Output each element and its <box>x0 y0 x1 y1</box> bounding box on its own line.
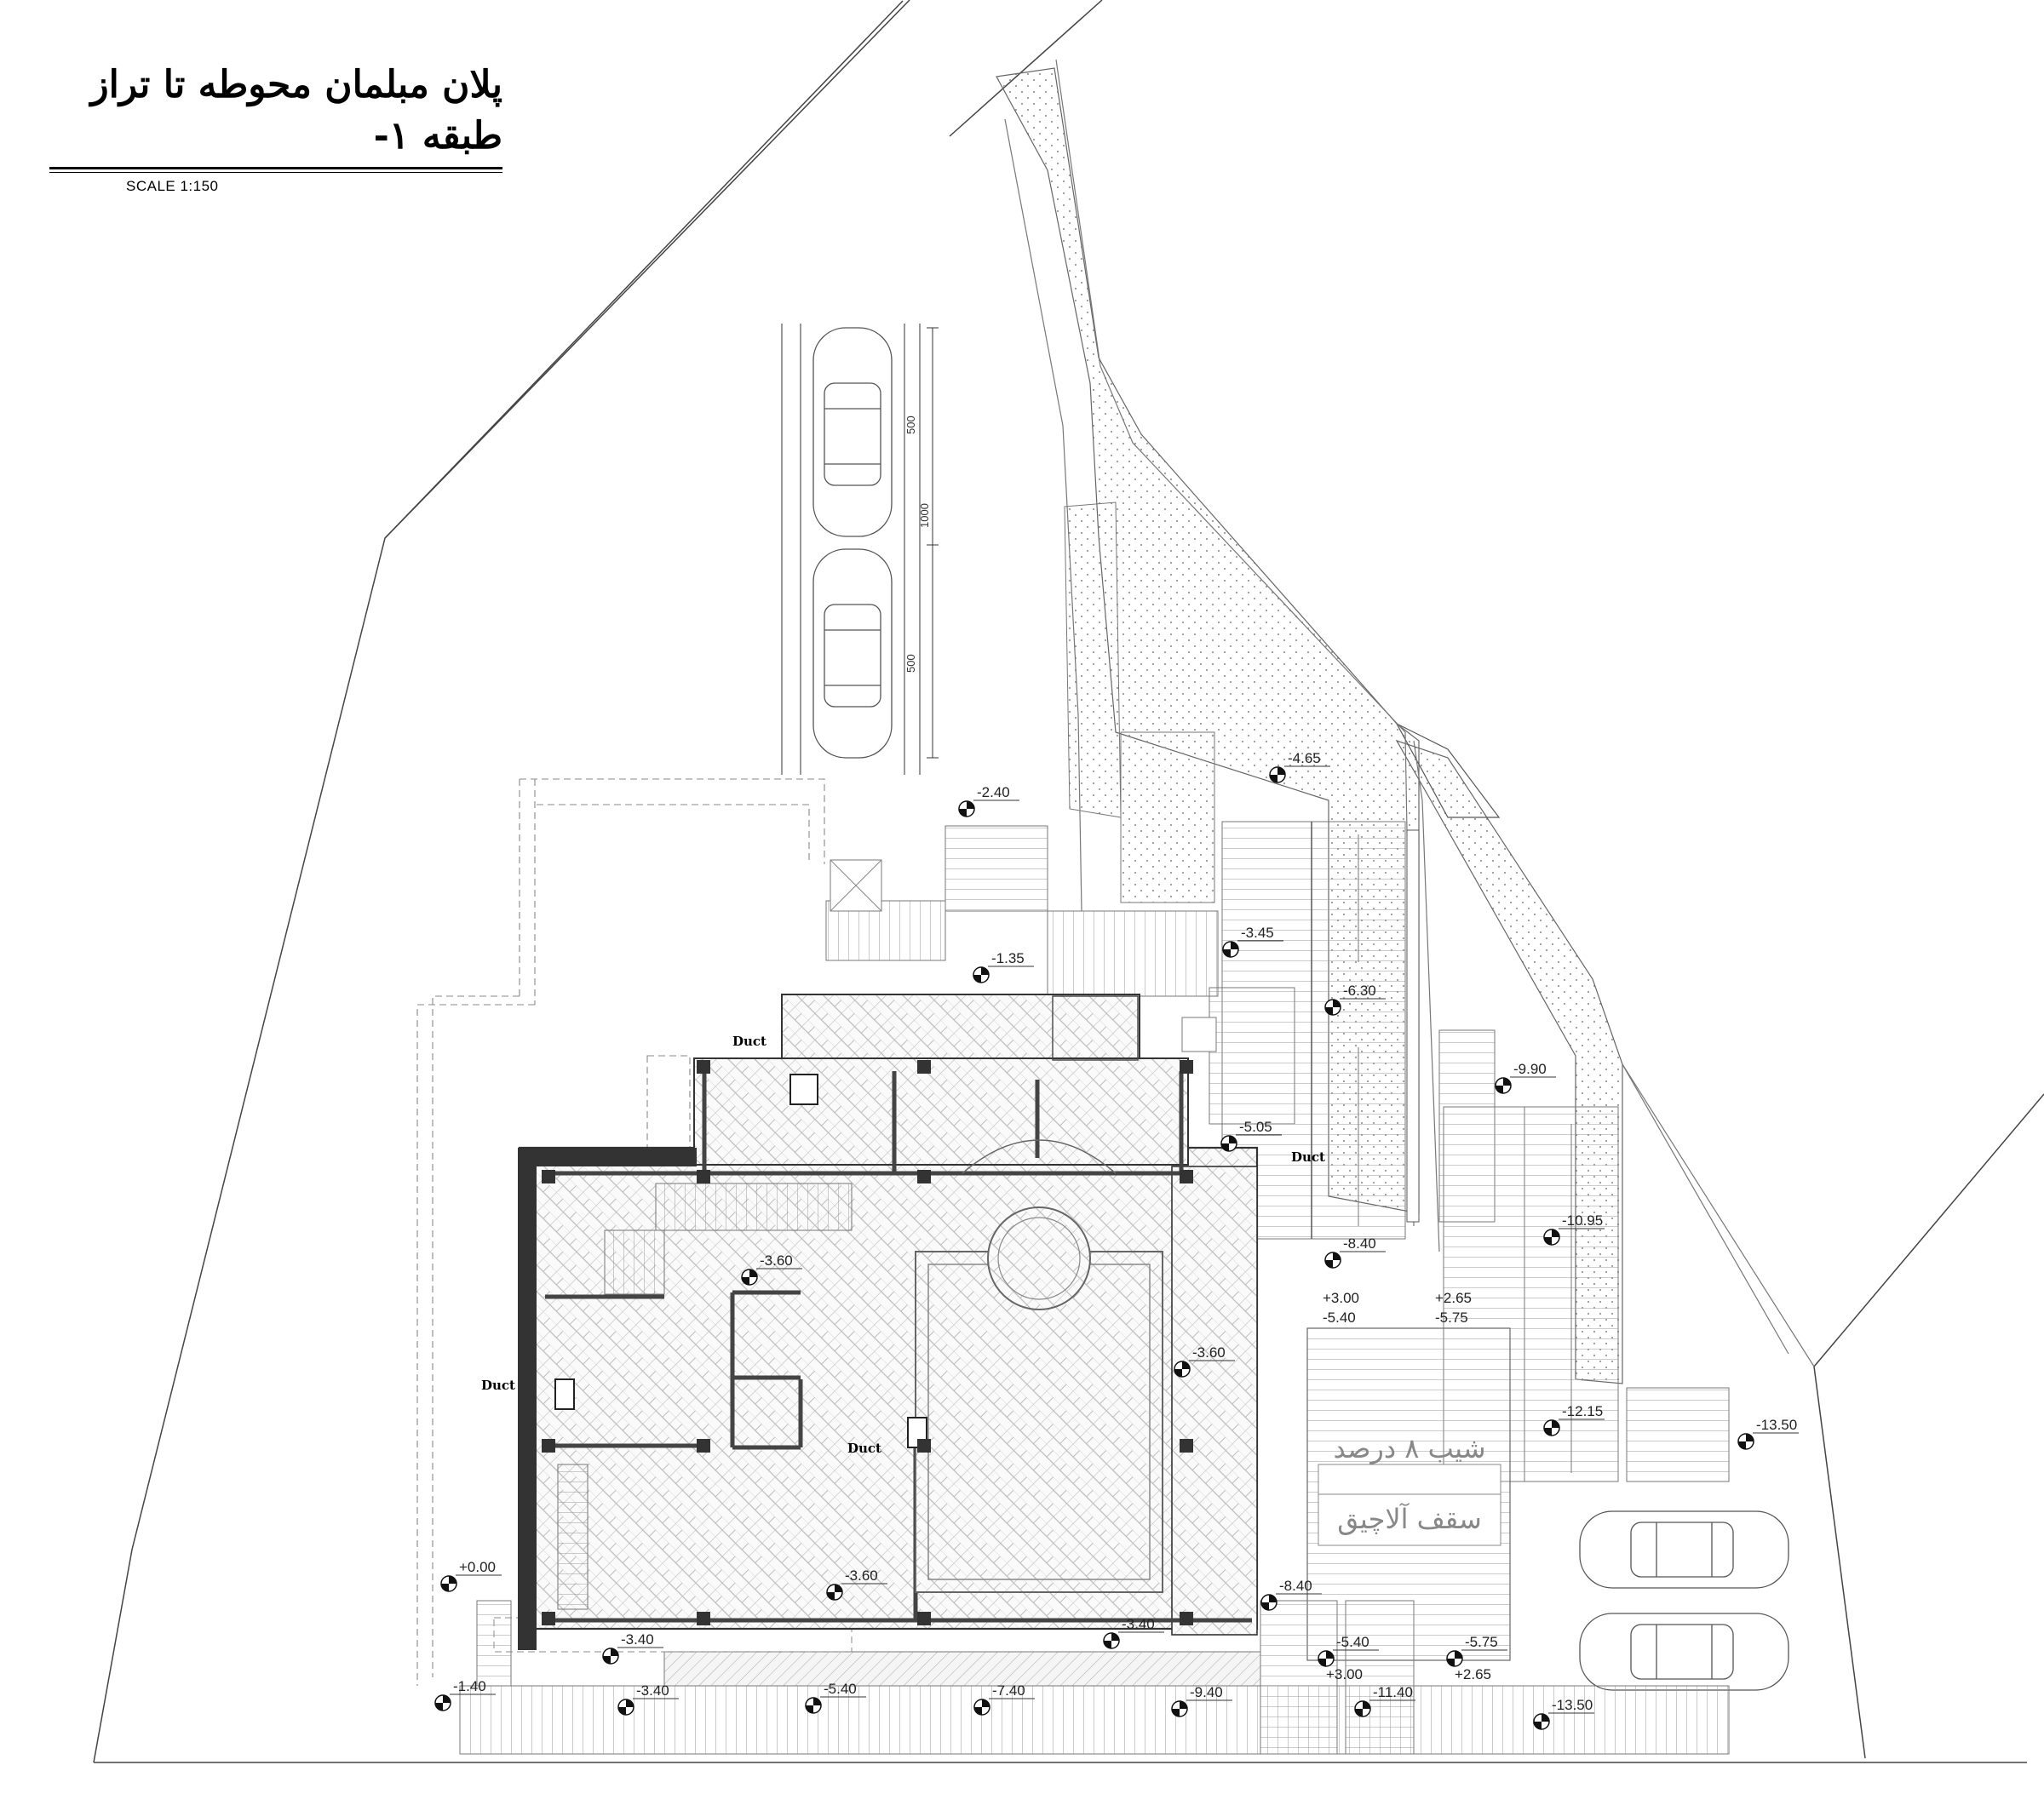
level-marker: -5.75 <box>1435 1310 1468 1326</box>
level-value: -3.40 <box>1122 1616 1155 1632</box>
parking-lower <box>1579 1510 1789 1691</box>
level-marker: +3.00 <box>1326 1666 1363 1682</box>
level-value: -6.30 <box>1343 983 1376 999</box>
car-upper-2 <box>812 548 893 759</box>
level-marker: -5.05 <box>1220 1119 1282 1152</box>
main-building <box>518 994 1259 1650</box>
title-block: پلان مبلمان محوطه تا تراز طبقه ۱- SCALE … <box>49 60 502 195</box>
level-value: +3.00 <box>1326 1666 1363 1682</box>
duct-west <box>554 1378 575 1410</box>
level-value: -1.40 <box>453 1678 486 1694</box>
level-marker: +2.65 <box>1455 1666 1491 1682</box>
pergola-roof-text: سقف آلاچیق <box>1337 1502 1482 1535</box>
level-value: -5.75 <box>1435 1310 1468 1326</box>
scale-label: SCALE 1:150 <box>126 178 219 194</box>
level-value: -4.65 <box>1288 750 1321 766</box>
level-marker: +3.00 <box>1323 1290 1359 1306</box>
level-marker: -11.40 <box>1354 1684 1415 1717</box>
level-markers: -4.65 -2.40 -3.45 -1.35 -6.30 -9.90 -5.05 -10.9… <box>434 750 1799 1730</box>
level-marker: -3.45 <box>1222 925 1283 958</box>
level-marker: -3.60 <box>826 1567 887 1601</box>
level-value: +0.00 <box>459 1559 496 1575</box>
bottom-terraces <box>459 1600 1730 1755</box>
level-value: -11.40 <box>1373 1684 1413 1700</box>
level-marker: -5.75 <box>1446 1634 1507 1667</box>
drawing-title: پلان مبلمان محوطه تا تراز طبقه ۱- <box>90 63 502 158</box>
dim-upper: 500 <box>904 415 917 434</box>
car-upper-1 <box>812 327 893 537</box>
level-marker: +0.00 <box>440 1559 502 1592</box>
structural-columns <box>542 1060 1193 1625</box>
car-lower-1 <box>1579 1510 1789 1589</box>
level-value: -3.40 <box>636 1682 669 1699</box>
parking-upper: 500 1000 500 <box>781 324 939 775</box>
level-value: -13.50 <box>1756 1417 1797 1433</box>
dim-lower: 500 <box>904 654 917 673</box>
level-value: -13.50 <box>1552 1697 1593 1713</box>
car-lower-2 <box>1579 1613 1789 1691</box>
level-marker: -13.50 <box>1533 1697 1594 1730</box>
level-value: +2.65 <box>1455 1666 1491 1682</box>
level-value: +2.65 <box>1435 1290 1472 1306</box>
duct-north <box>789 1074 818 1105</box>
level-marker: -3.40 <box>602 1631 663 1665</box>
entry-stairs <box>825 825 1219 997</box>
level-marker: -2.40 <box>958 784 1019 817</box>
level-marker: -1.35 <box>973 950 1034 983</box>
duct-label-west: Duct <box>481 1378 515 1393</box>
level-value: -5.40 <box>824 1681 857 1697</box>
level-value: -12.15 <box>1562 1403 1603 1419</box>
level-marker: +2.65 <box>1435 1290 1472 1306</box>
level-value: -10.95 <box>1562 1212 1603 1229</box>
level-value: -5.05 <box>1239 1119 1272 1135</box>
level-value: -3.40 <box>621 1631 654 1648</box>
level-marker: -5.40 <box>805 1681 866 1714</box>
level-value: -8.40 <box>1279 1578 1312 1594</box>
level-value: -3.60 <box>760 1252 793 1269</box>
level-value: -5.75 <box>1465 1634 1498 1650</box>
level-marker: -9.90 <box>1495 1061 1556 1094</box>
level-marker: -5.40 <box>1318 1634 1379 1667</box>
level-marker: -4.65 <box>1269 750 1330 783</box>
level-marker: -12.15 <box>1543 1403 1605 1436</box>
level-marker: -3.60 <box>1174 1344 1235 1378</box>
ramp-slope-text: شیب ۸ درصد <box>1333 1432 1485 1464</box>
level-value: -9.40 <box>1190 1684 1223 1700</box>
north-retaining-wall <box>518 1148 697 1166</box>
level-value: -8.40 <box>1343 1235 1376 1252</box>
level-marker: -6.30 <box>1324 983 1386 1016</box>
level-value: -3.60 <box>845 1567 878 1584</box>
level-marker: -3.40 <box>1103 1616 1164 1649</box>
duct-label-center: Duct <box>847 1441 881 1456</box>
level-value: -3.45 <box>1241 925 1274 941</box>
level-marker: -3.40 <box>617 1682 679 1716</box>
duct-label-east: Duct <box>1291 1149 1325 1165</box>
level-value: -5.40 <box>1323 1310 1356 1326</box>
dimension-line <box>927 327 939 759</box>
title-underline <box>49 167 502 169</box>
west-retaining-wall <box>518 1148 537 1650</box>
dim-total: 1000 <box>918 503 931 528</box>
level-value: -5.40 <box>1336 1634 1369 1650</box>
title-underline-thin <box>49 172 502 173</box>
level-marker: -1.40 <box>434 1678 496 1711</box>
level-marker: -10.95 <box>1543 1212 1605 1246</box>
level-value: -9.90 <box>1513 1061 1547 1077</box>
duct-label-north: Duct <box>732 1034 766 1049</box>
level-marker: -5.40 <box>1323 1310 1356 1326</box>
level-marker: -8.40 <box>1324 1235 1386 1269</box>
level-value: -3.60 <box>1192 1344 1226 1361</box>
level-marker: -7.40 <box>973 1682 1035 1716</box>
level-marker: -8.40 <box>1260 1578 1322 1611</box>
level-value: +3.00 <box>1323 1290 1359 1306</box>
duct-labels: Duct Duct Duct Duct <box>481 1034 1325 1456</box>
level-marker: -9.40 <box>1171 1684 1232 1717</box>
site-boundary <box>93 0 2044 1763</box>
level-value: -2.40 <box>977 784 1010 800</box>
level-value: -1.35 <box>991 950 1025 966</box>
level-marker: -13.50 <box>1737 1417 1799 1450</box>
level-marker: -3.60 <box>741 1252 802 1286</box>
level-value: -7.40 <box>992 1682 1025 1699</box>
